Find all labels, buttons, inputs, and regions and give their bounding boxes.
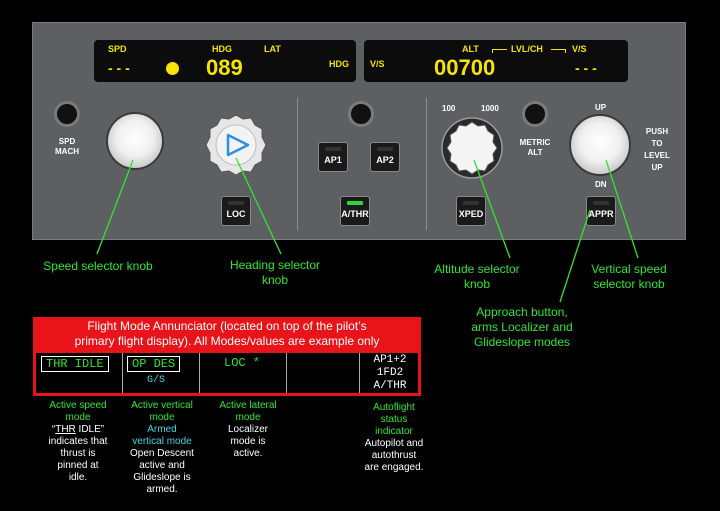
ap2-led xyxy=(377,147,393,151)
xped-led xyxy=(463,201,479,205)
lat-label: LAT xyxy=(264,44,281,54)
panel-divider-right xyxy=(426,98,427,230)
vs-dn-label: DN xyxy=(595,180,607,189)
heading-selector-knob[interactable] xyxy=(204,113,268,177)
lvlch-bracket-left xyxy=(492,49,507,53)
fma-vertical-column: OP DES G/S xyxy=(122,353,200,393)
managed-speed-dot xyxy=(166,62,179,75)
vs-label: V/S xyxy=(572,44,587,54)
heading-knob-callout-line xyxy=(235,157,282,255)
metric-alt-button[interactable] xyxy=(522,101,548,127)
alt-scale-100: 100 xyxy=(442,104,456,113)
speed-selector-knob[interactable] xyxy=(106,112,164,170)
fma-speed-column: THR IDLE xyxy=(36,353,123,393)
altitude-vs-display xyxy=(364,40,628,82)
center-port[interactable] xyxy=(348,101,374,127)
appr-button-callout: Approach button,arms Localizer and Glide… xyxy=(471,305,573,349)
speed-knob-callout-line xyxy=(96,159,134,255)
ap1-button[interactable]: AP1 xyxy=(318,142,348,172)
fma-loc-star: LOC * xyxy=(224,356,261,370)
appr-button[interactable]: APPR xyxy=(586,196,616,226)
fma-op-des: OP DES xyxy=(127,356,181,372)
athr-button[interactable]: A/THR xyxy=(340,196,370,226)
appr-led xyxy=(593,201,609,205)
fma-gs-armed: G/S xyxy=(147,375,166,386)
spd-label: SPD xyxy=(108,44,127,54)
vs-mode-label: V/S xyxy=(370,59,385,69)
speed-knob-callout: Speed selector knob xyxy=(43,259,153,273)
hdg-label: HDG xyxy=(212,44,232,54)
appr-callout-line xyxy=(559,209,591,303)
lvlch-label: LVL/CH xyxy=(511,44,543,54)
altitude-selector-knob[interactable] xyxy=(441,117,503,179)
xped-button[interactable]: XPED xyxy=(456,196,486,226)
speed-heading-display xyxy=(94,40,356,82)
speed-value: - - - xyxy=(108,60,130,76)
fma-header: Flight Mode Annunciator (located on top … xyxy=(33,317,421,351)
loc-button[interactable]: LOC xyxy=(221,196,251,226)
alt-scale-1000: 1000 xyxy=(481,104,499,113)
fma-empty-column xyxy=(286,353,360,393)
loc-led xyxy=(228,201,244,205)
ap1-led xyxy=(325,147,341,151)
vertical-speed-selector-knob[interactable] xyxy=(569,114,631,176)
ap2-button[interactable]: AP2 xyxy=(370,142,400,172)
vs-value: - - - xyxy=(575,60,597,76)
altitude-knob-callout-line xyxy=(473,159,511,259)
vs-up-label: UP xyxy=(595,103,607,112)
spd-mach-button[interactable] xyxy=(54,101,80,127)
hdg-mode-label: HDG xyxy=(329,59,349,69)
heading-arrow-icon xyxy=(226,133,250,157)
panel-divider-left xyxy=(297,98,298,230)
altitude-value: 00700 xyxy=(434,55,496,80)
alt-label: ALT xyxy=(462,44,479,54)
fma-thr-idle: THR IDLE xyxy=(41,356,109,372)
athr-led xyxy=(347,201,363,205)
vs-knob-callout-line xyxy=(605,159,639,259)
lvlch-bracket-right xyxy=(551,49,566,53)
fma-lateral-column: LOC * xyxy=(199,353,287,393)
heading-value: 089 xyxy=(206,55,243,80)
